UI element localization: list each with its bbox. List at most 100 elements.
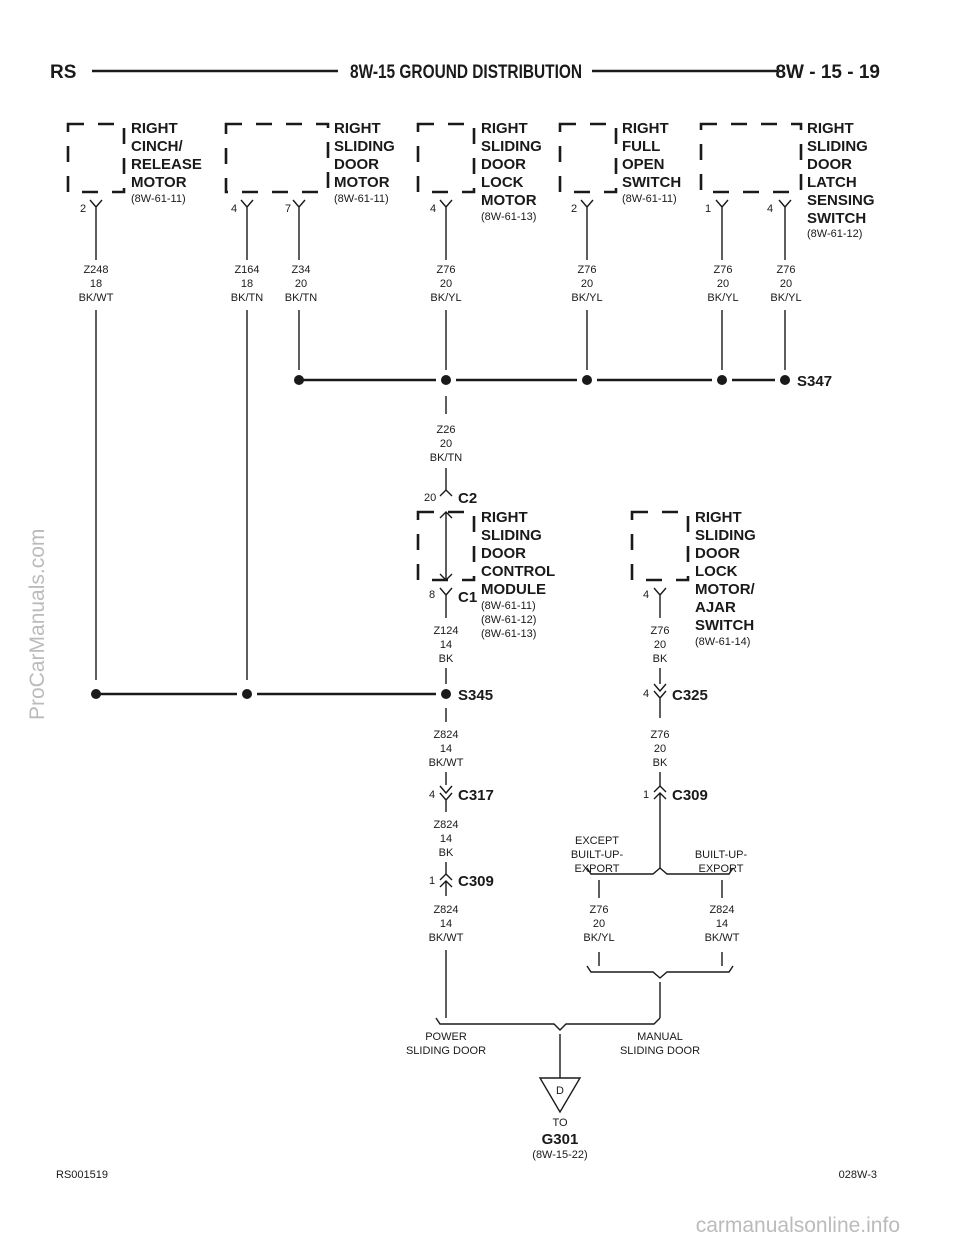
svg-text:POWER: POWER	[425, 1031, 467, 1043]
svg-text:SLIDING: SLIDING	[334, 138, 395, 155]
s345-node	[441, 689, 451, 699]
svg-text:14: 14	[440, 743, 452, 755]
svg-text:BK/WT: BK/WT	[705, 932, 740, 944]
svg-text:Z248: Z248	[83, 264, 108, 276]
svg-text:20: 20	[440, 438, 452, 450]
svg-text:FULL: FULL	[622, 138, 660, 155]
svg-text:SLIDING: SLIDING	[481, 138, 542, 155]
bottom-watermark: carmanualsonline.info	[696, 1214, 900, 1237]
svg-text:(8W-61-13): (8W-61-13)	[481, 211, 536, 223]
pin-module-c2: 20	[424, 492, 436, 504]
svg-text:(8W-61-11): (8W-61-11)	[481, 600, 536, 612]
svg-text:RIGHT: RIGHT	[334, 120, 381, 137]
svg-text:18: 18	[241, 278, 253, 290]
svg-text:20: 20	[440, 278, 452, 290]
c2-terminal	[439, 489, 453, 497]
pin-c309-left: 1	[429, 875, 435, 887]
svg-text:MOTOR/: MOTOR/	[695, 581, 756, 598]
svg-text:MANUAL: MANUAL	[637, 1031, 683, 1043]
s347-node	[582, 375, 592, 385]
option-except-export: EXCEPT BUILT-UP- EXPORT	[571, 835, 624, 875]
svg-text:Z76: Z76	[714, 264, 733, 276]
svg-text:CINCH/: CINCH/	[131, 138, 183, 155]
svg-text:Z26: Z26	[437, 424, 456, 436]
c1-terminal	[439, 587, 453, 618]
svg-text:SLIDING: SLIDING	[481, 527, 542, 544]
module-internal-path	[439, 511, 453, 581]
svg-text:BK/TN: BK/TN	[430, 452, 462, 464]
ground-ref: (8W-15-22)	[532, 1149, 587, 1161]
pin-module-c1: 8	[429, 589, 435, 601]
connector-c309-left: C309	[458, 873, 494, 890]
svg-text:14: 14	[440, 639, 452, 651]
svg-text:RIGHT: RIGHT	[622, 120, 669, 137]
svg-text:20: 20	[654, 743, 666, 755]
svg-text:BK/YL: BK/YL	[430, 292, 461, 304]
svg-text:BK/TN: BK/TN	[231, 292, 263, 304]
svg-text:BK: BK	[653, 757, 668, 769]
svg-text:Z824: Z824	[709, 904, 734, 916]
wire-z76-latch1: Z76 20 BK/YL	[707, 264, 738, 304]
svg-text:DOOR: DOOR	[481, 156, 526, 173]
svg-text:Z76: Z76	[651, 625, 670, 637]
svg-text:SLIDING: SLIDING	[807, 138, 868, 155]
wire-z76-except: Z76 20 BK/YL	[583, 904, 614, 944]
svg-text:OPEN: OPEN	[622, 156, 665, 173]
door-motor-label: RIGHT SLIDING DOOR MOTOR (8W-61-11)	[334, 120, 395, 205]
svg-text:DOOR: DOOR	[481, 545, 526, 562]
svg-text:14: 14	[440, 918, 452, 930]
connector-c325: C325	[672, 687, 708, 704]
svg-text:CONTROL: CONTROL	[481, 563, 555, 580]
wire-z824-c: Z824 14 BK/WT	[429, 904, 464, 944]
svg-text:Z824: Z824	[433, 904, 458, 916]
wire-z824-builtup: Z824 14 BK/WT	[705, 904, 740, 944]
svg-text:Z164: Z164	[234, 264, 259, 276]
ground-name: G301	[542, 1131, 579, 1148]
wire-z824-a: Z824 14 BK/WT	[429, 729, 464, 769]
svg-text:SENSING: SENSING	[807, 192, 875, 209]
option-power-sliding-door: POWER SLIDING DOOR	[406, 1031, 486, 1057]
svg-text:Z76: Z76	[777, 264, 796, 276]
pin-motor-b: 7	[285, 203, 291, 215]
svg-text:BK/WT: BK/WT	[429, 932, 464, 944]
svg-text:RIGHT: RIGHT	[131, 120, 178, 137]
svg-text:BK/YL: BK/YL	[707, 292, 738, 304]
connector-c309-right: C309	[672, 787, 708, 804]
wire-z248: Z248 18 BK/WT	[79, 264, 114, 304]
wire-z164: Z164 18 BK/TN	[231, 264, 263, 304]
side-watermark: ProCarManuals.com	[26, 529, 49, 720]
svg-text:(8W-61-11): (8W-61-11)	[334, 193, 389, 205]
latch-pin-b-terminal	[778, 199, 792, 260]
svg-text:LOCK: LOCK	[481, 174, 524, 191]
lock-pin-terminal	[439, 199, 453, 260]
svg-text:BUILT-UP-: BUILT-UP-	[695, 849, 748, 861]
svg-text:20: 20	[717, 278, 729, 290]
svg-text:BK/YL: BK/YL	[770, 292, 801, 304]
svg-text:Z76: Z76	[578, 264, 597, 276]
svg-text:20: 20	[295, 278, 307, 290]
svg-text:BK: BK	[653, 653, 668, 665]
svg-text:20: 20	[593, 918, 605, 930]
svg-text:BK/TN: BK/TN	[285, 292, 317, 304]
s347-node	[780, 375, 790, 385]
ajar-switch-label: RIGHT SLIDING DOOR LOCK MOTOR/ AJAR SWIT…	[695, 509, 756, 648]
power-manual-merge	[435, 1017, 661, 1031]
option-manual-sliding-door: MANUAL SLIDING DOOR	[620, 1031, 700, 1057]
pin-fullopen: 2	[571, 203, 577, 215]
svg-text:BK/WT: BK/WT	[79, 292, 114, 304]
lock-motor-label: RIGHT SLIDING DOOR LOCK MOTOR (8W-61-13)	[481, 120, 542, 223]
latch-switch-box	[699, 122, 803, 194]
wire-z76-fullopen: Z76 20 BK/YL	[571, 264, 602, 304]
svg-text:BK/YL: BK/YL	[571, 292, 602, 304]
svg-text:Z124: Z124	[433, 625, 458, 637]
svg-text:Z824: Z824	[433, 819, 458, 831]
wire-z124: Z124 14 BK	[433, 625, 458, 665]
svg-text:AJAR: AJAR	[695, 599, 736, 616]
ground-to-label: TO	[552, 1117, 568, 1129]
svg-text:14: 14	[440, 833, 452, 845]
svg-text:RIGHT: RIGHT	[481, 120, 528, 137]
pin-ajar: 4	[643, 589, 649, 601]
pin-motor-a: 4	[231, 203, 237, 215]
wire-z34: Z34 20 BK/TN	[285, 264, 317, 304]
cinch-pin-terminal	[89, 199, 103, 260]
